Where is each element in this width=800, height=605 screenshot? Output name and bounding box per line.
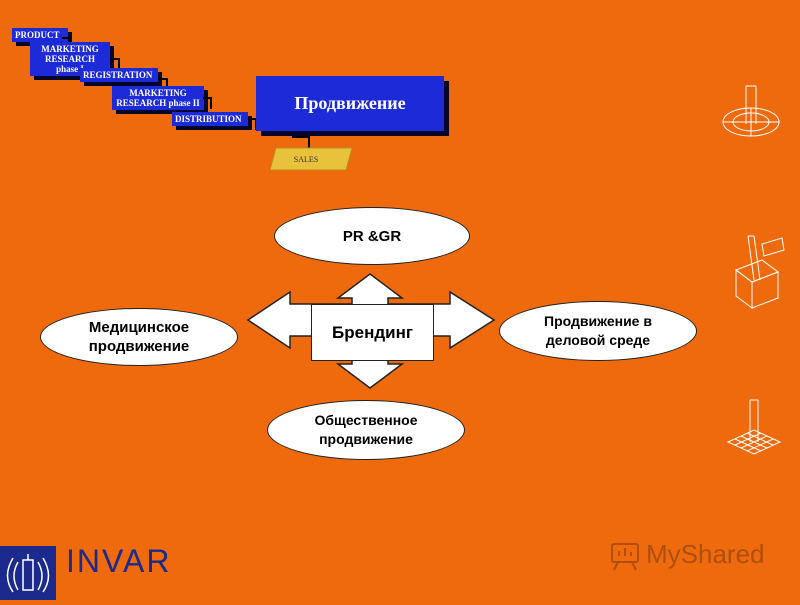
business-promotion-ellipse: Продвижение в деловой среде [499, 301, 697, 361]
process-step-product: PRODUCT [12, 28, 68, 42]
invar-logo-icon [0, 546, 56, 600]
sales-label: SALES [294, 155, 318, 164]
process-step-registration: REGISTRATION [80, 68, 158, 82]
process-connector [111, 58, 120, 70]
public-promotion-label: Общественное продвижение [314, 412, 418, 447]
myshared-logo-icon [611, 543, 639, 571]
process-step-distribution: DISTRIBUTION [172, 112, 248, 126]
invar-brand-text: INVAR [66, 543, 172, 579]
pr-gr-label: PR &GR [342, 227, 402, 245]
process-connector [159, 78, 168, 90]
myshared-watermark: MyShared [646, 539, 765, 569]
wireframe-cube-icon [734, 235, 785, 309]
sales-shape: SALES [269, 147, 353, 171]
business-promotion-label: Продвижение в деловой среде [544, 313, 652, 348]
process-step-marketing-research-2: MARKETING RESEARCH phase II [112, 86, 204, 110]
process-step-marketing-research-1: MARKETING RESEARCH phase I [30, 42, 110, 76]
medical-promotion-ellipse: Медицинское продвижение [40, 308, 238, 366]
public-promotion-ellipse: Общественное продвижение [267, 400, 465, 460]
medical-promotion-label: Медицинское продвижение [88, 319, 190, 355]
wireframe-cylinder-icon [722, 85, 780, 137]
sales-connector [292, 136, 310, 152]
process-connector [203, 97, 212, 109]
branding-box: Брендинг [311, 304, 434, 361]
pr-gr-ellipse: PR &GR [274, 207, 470, 265]
wireframe-grid-tower-icon [726, 399, 782, 455]
promotion-main-box: Продвижение [256, 76, 444, 131]
